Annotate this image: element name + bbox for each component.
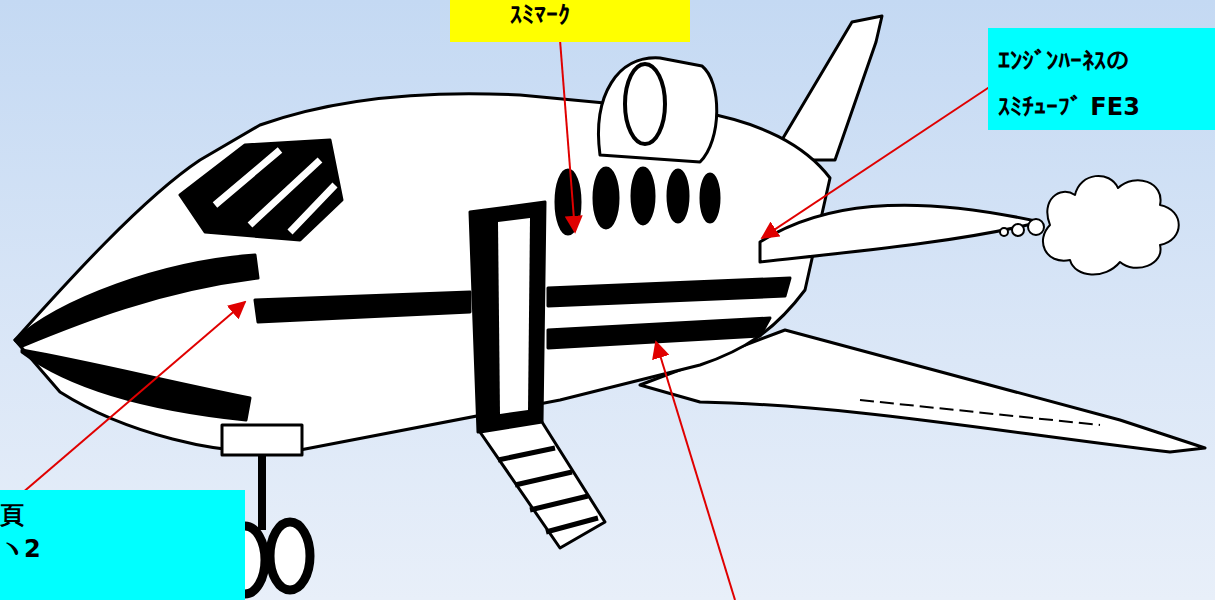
door-inner xyxy=(498,218,530,414)
callout-box: 頁ヽ2 xyxy=(0,490,245,600)
puff xyxy=(1028,219,1044,235)
window xyxy=(668,170,688,222)
engine xyxy=(599,58,717,162)
wheel xyxy=(270,522,310,590)
window xyxy=(632,168,654,224)
leader-line xyxy=(762,80,1000,238)
leader-line xyxy=(656,342,735,600)
stairs xyxy=(480,422,605,548)
nacelle xyxy=(760,205,1040,262)
puff xyxy=(1000,228,1008,236)
callout-box: ｴﾝｼﾞﾝﾊｰﾈｽのｽﾐﾁｭｰﾌﾞ FE3 xyxy=(988,28,1215,130)
callout-text: ｴﾝｼﾞﾝﾊｰﾈｽの xyxy=(998,38,1215,84)
leader-line xyxy=(560,40,575,232)
callout-text: ｽﾐﾁｭｰﾌﾞ FE3 xyxy=(998,84,1215,130)
steps xyxy=(498,448,598,532)
tail-fin xyxy=(770,16,882,160)
callout-text: ｽﾐﾏｰｸ xyxy=(510,0,690,32)
callout-text: 頁 xyxy=(0,498,245,532)
wing-line xyxy=(860,400,1100,425)
stripe xyxy=(255,292,470,322)
door xyxy=(470,202,545,432)
gear-strut xyxy=(258,455,266,530)
leader-line xyxy=(0,302,245,512)
nose-paint xyxy=(22,350,250,420)
nose-paint xyxy=(15,255,258,346)
window xyxy=(556,170,580,234)
cockpit-frame xyxy=(215,150,335,232)
window xyxy=(594,168,618,228)
cloud xyxy=(1043,176,1179,275)
gear-door xyxy=(222,425,302,455)
puff xyxy=(1012,224,1024,236)
callout-box: ｽﾐﾏｰｸ xyxy=(450,0,690,42)
window xyxy=(701,174,719,222)
callout-text: ヽ2 xyxy=(0,532,245,566)
engine-intake xyxy=(625,64,665,144)
stripe xyxy=(548,318,770,348)
stripe xyxy=(548,278,790,306)
cockpit-window xyxy=(180,140,342,240)
